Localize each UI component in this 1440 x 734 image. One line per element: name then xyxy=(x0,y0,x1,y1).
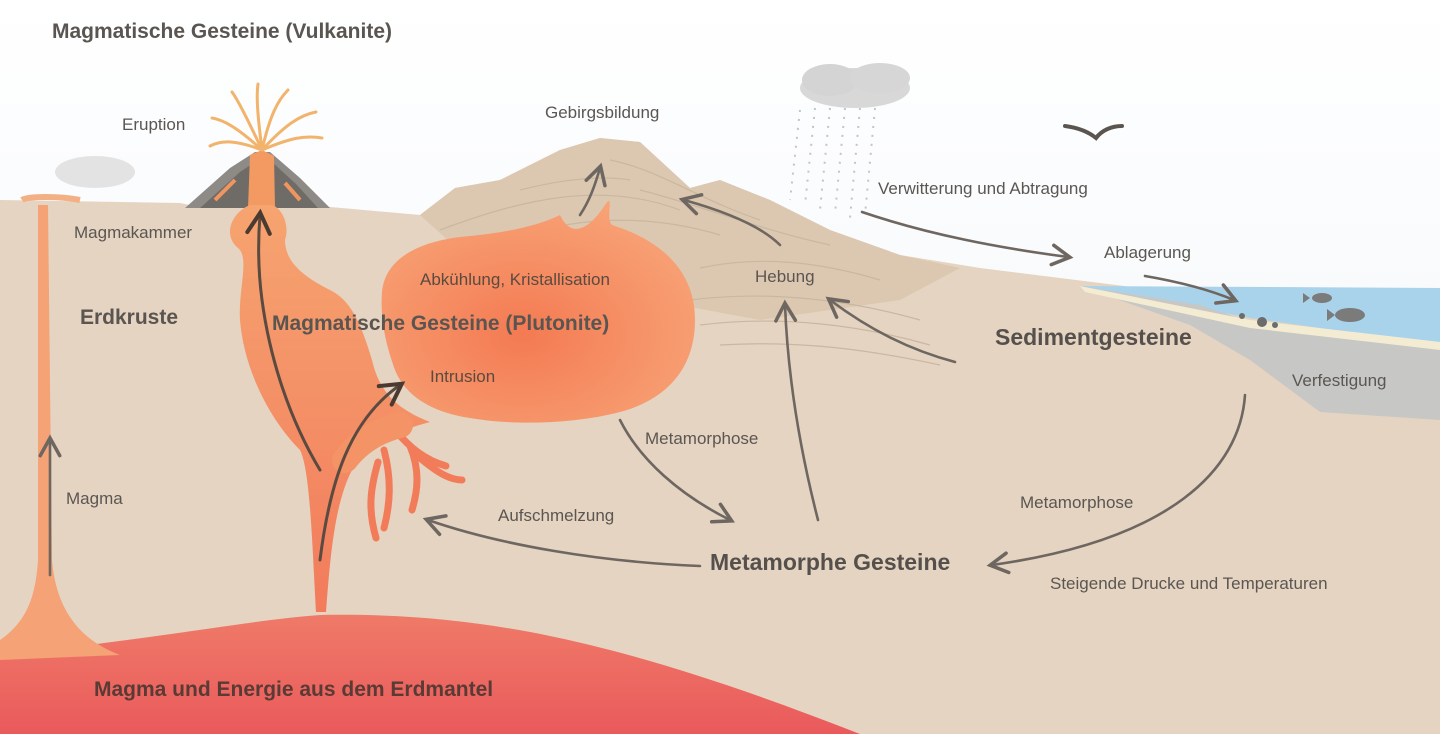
magma-body-pluton xyxy=(381,200,695,423)
label-metamorphose-left: Metamorphose xyxy=(645,429,758,448)
label-plutonite: Magmatische Gesteine (Plutonite) xyxy=(272,312,609,335)
label-sedimentgesteine: Sedimentgesteine xyxy=(995,324,1192,350)
title-vulkanite: Magmatische Gesteine (Vulkanite) xyxy=(52,20,392,43)
label-metamorphose-right: Metamorphose xyxy=(1020,493,1133,512)
rain xyxy=(789,107,876,219)
eruption-plume xyxy=(208,82,324,152)
arrow-erosion xyxy=(860,210,1074,267)
pluton-roots xyxy=(367,426,466,542)
strata-lines xyxy=(439,159,941,366)
arrow-metamorphose-right xyxy=(986,393,1247,575)
label-eruption: Eruption xyxy=(122,115,185,134)
arrow-aufschmelzung xyxy=(422,514,702,568)
arrow-deposition xyxy=(1143,274,1240,305)
sediment-layer xyxy=(1080,286,1440,420)
volcano xyxy=(185,150,330,208)
label-magma: Magma xyxy=(66,489,123,508)
bird-icon xyxy=(1063,124,1124,141)
earth-crust xyxy=(0,138,1440,734)
label-erdmantel: Magma und Energie aus dem Erdmantel xyxy=(94,678,493,701)
arrow-intrusion xyxy=(318,381,406,562)
label-hebung: Hebung xyxy=(755,267,815,286)
arrow-conduit-up xyxy=(245,208,322,472)
lava-flow-left xyxy=(20,194,81,203)
earth-mantle xyxy=(0,614,860,734)
label-steigende-drucke: Steigende Drucke und Temperaturen xyxy=(1050,574,1328,593)
fish-icon xyxy=(1303,293,1365,322)
arrow-hebung-top xyxy=(678,193,782,247)
label-metamorphe-gesteine: Metamorphe Gesteine xyxy=(710,549,950,575)
conduit-branch xyxy=(332,412,413,473)
label-gebirgsbildung: Gebirgsbildung xyxy=(545,103,659,122)
label-aufschmelzung: Aufschmelzung xyxy=(498,506,614,525)
rain-cloud xyxy=(800,63,910,108)
arrow-sediment-uplift xyxy=(825,296,957,364)
seabed-shells xyxy=(1239,313,1278,328)
arrow-pluton-up xyxy=(578,162,607,217)
label-verfestigung: Verfestigung xyxy=(1292,371,1387,390)
label-abkuehlung: Abkühlung, Kristallisation xyxy=(420,270,610,289)
smoke-cloud xyxy=(55,156,135,188)
label-ablagerung: Ablagerung xyxy=(1104,243,1191,262)
label-magmakammer: Magmakammer xyxy=(74,223,192,242)
label-verwitterung: Verwitterung und Abtragung xyxy=(878,179,1088,198)
label-erdkruste: Erdkruste xyxy=(80,306,178,329)
magma-conduit xyxy=(229,205,430,612)
process-arrows xyxy=(38,162,1247,577)
label-intrusion: Intrusion xyxy=(430,367,495,386)
arrow-hebung-up xyxy=(774,299,820,522)
sediment-top-band xyxy=(1080,286,1440,350)
arrow-metamorphose-left xyxy=(618,418,735,524)
